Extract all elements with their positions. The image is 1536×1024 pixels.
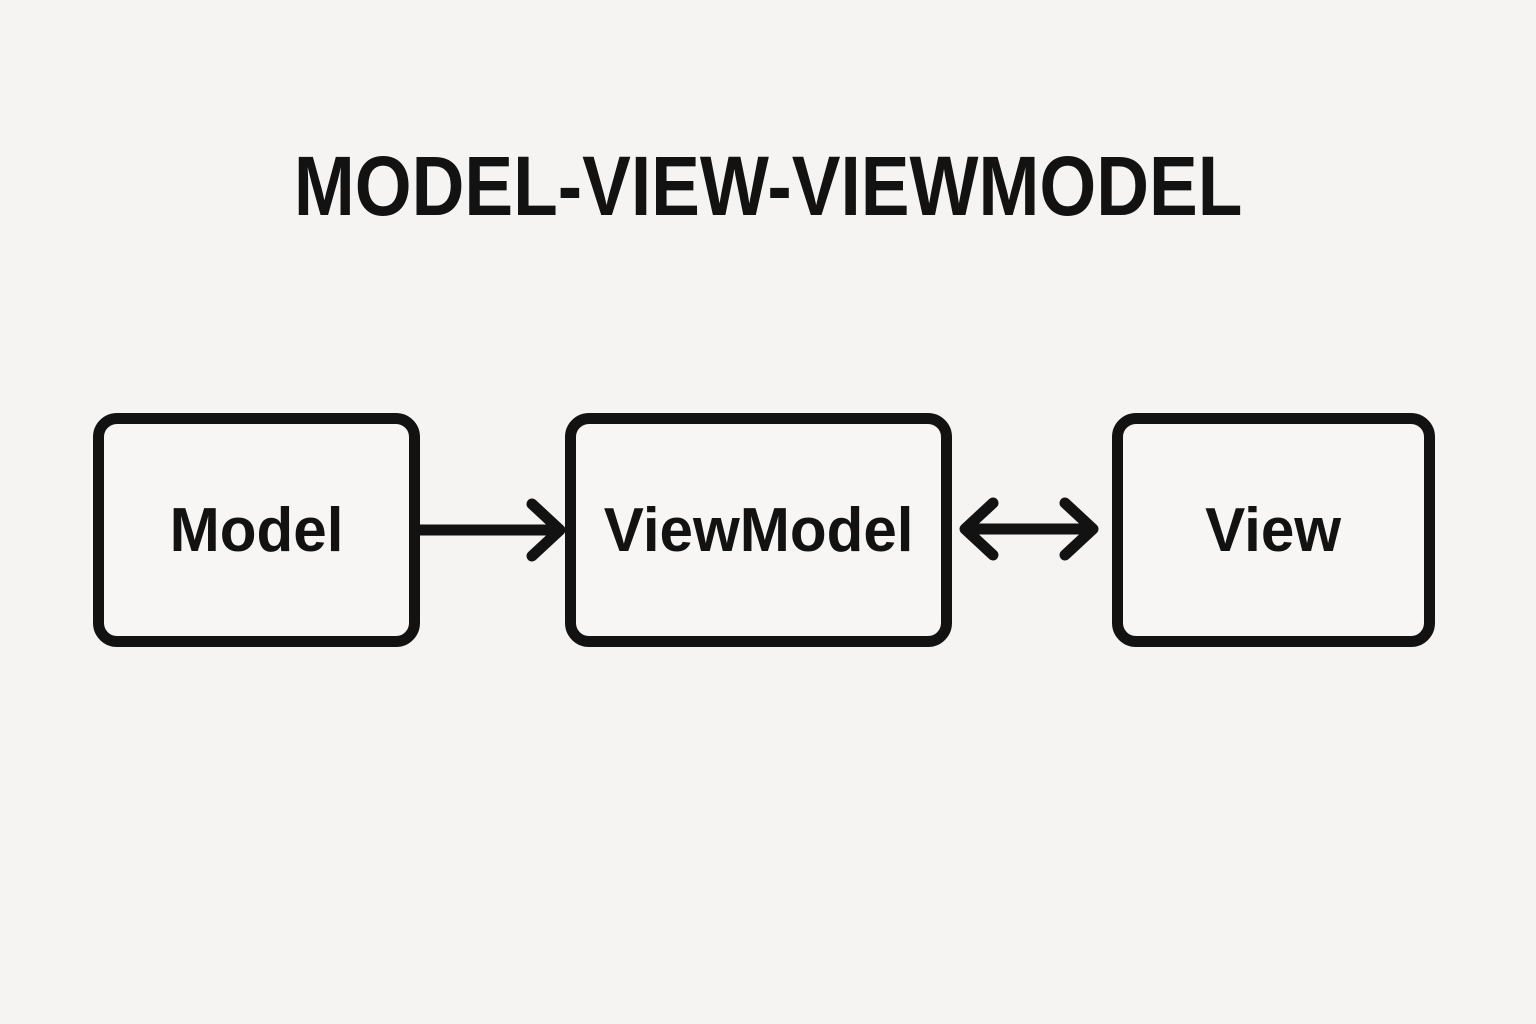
right-arrow-icon	[415, 498, 566, 562]
node-view-label: View	[1205, 495, 1342, 565]
node-model: Model	[93, 413, 420, 647]
page-title: MODEL-VIEW-VIEWMODEL	[293, 139, 1243, 233]
node-viewmodel-label: ViewModel	[603, 495, 914, 565]
node-view: View	[1112, 413, 1435, 647]
node-model-label: Model	[169, 495, 344, 565]
title-row: MODEL-VIEW-VIEWMODEL	[0, 138, 1536, 235]
double-arrow-icon	[959, 497, 1099, 561]
node-viewmodel: ViewModel	[565, 413, 952, 647]
double-arrow-right-head	[1059, 497, 1099, 561]
double-arrow-left-head	[959, 497, 999, 561]
right-arrow-head	[526, 498, 566, 562]
